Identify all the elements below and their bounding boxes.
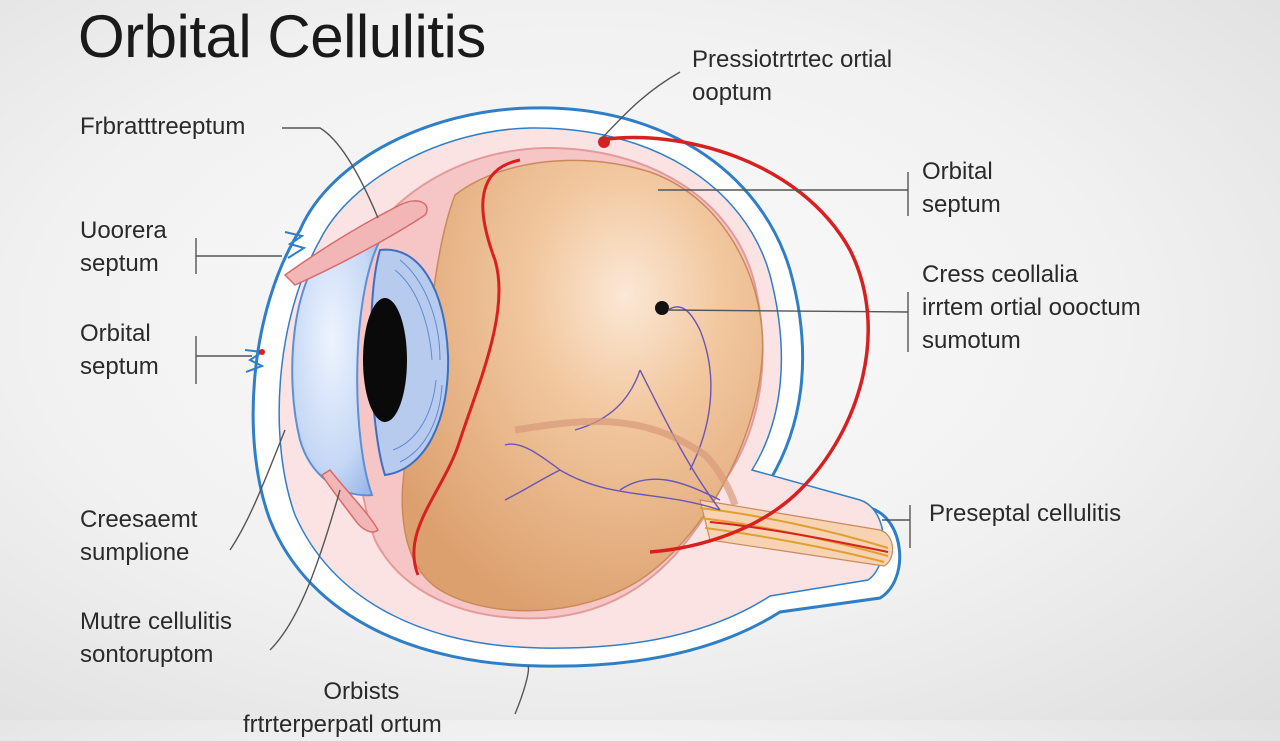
label-left-2: Uoorera septum	[80, 214, 167, 280]
label-left-5-line-1: Mutre cellulitis	[80, 608, 233, 635]
iris-texture	[392, 259, 443, 463]
label-left-3-line-1: Orbital	[80, 320, 151, 347]
leader-lines	[195, 71, 911, 715]
label-left-4-line-1: Creesaemt	[80, 506, 198, 533]
eye-cross-section-diagram	[195, 71, 911, 715]
red-septum-arc	[599, 135, 870, 554]
label-left-3-line-2: septum	[80, 353, 159, 380]
optic-nerve-red-vessel	[709, 521, 889, 553]
label-bottom-line-1: Orbists	[323, 678, 400, 705]
label-right-2-line-3: sumotum	[922, 327, 1021, 354]
label-left-2-line-2: septum	[80, 250, 159, 277]
label-left-1-line-1: Frbratttreeptum	[80, 113, 246, 140]
label-right-1-line-1: Orbital	[922, 158, 993, 185]
label-left-4-line-2: sumplione	[80, 539, 190, 566]
label-right-2: Cress ceollalia irrtem ortial oooctum su…	[922, 258, 1141, 357]
label-right-3-line-1: Preseptal cellulitis	[929, 500, 1122, 527]
label-right-2-line-2: irrtem ortial oooctum	[922, 294, 1141, 321]
label-top-center-line-2: ooptum	[692, 79, 773, 106]
label-left-5: Mutre cellulitis sontoruptom	[80, 605, 232, 671]
label-bottom: Orbists frtrterperpatl ortum	[243, 675, 442, 741]
middle-red-dot	[259, 349, 265, 355]
pupil	[363, 298, 407, 422]
label-top-center-line-1: Pressiotrtrtec ortial	[692, 46, 893, 73]
label-left-2-line-1: Uoorera	[80, 217, 167, 244]
label-right-1-line-2: septum	[922, 191, 1001, 218]
eyelid-notch-middle	[244, 349, 265, 373]
label-top-center: Pressiotrtrtec ortial ooptum	[692, 43, 892, 109]
red-retina-line	[412, 158, 521, 576]
label-left-5-line-2: sontoruptom	[80, 641, 214, 668]
label-left-1: Frbratttreeptum	[80, 110, 245, 143]
retinal-vessels	[504, 306, 721, 511]
globe-point-marker	[655, 301, 669, 315]
label-right-3: Preseptal cellulitis	[929, 497, 1121, 530]
septum-point-marker	[598, 136, 610, 148]
label-left-4: Creesaemt sumplione	[80, 503, 197, 569]
eyelid-notch-upper	[284, 231, 307, 259]
label-right-1: Orbital septum	[922, 155, 1001, 221]
label-right-2-line-1: Cress ceollalia	[922, 261, 1079, 288]
page-title: Orbital Cellulitis	[78, 3, 486, 70]
label-left-3: Orbital septum	[80, 317, 159, 383]
lower-eyelid-structure	[320, 469, 379, 533]
upper-eyelid-structure	[283, 200, 428, 286]
retinal-vessel-band	[514, 418, 739, 507]
label-bottom-line-2: frtrterperpatl ortum	[243, 711, 442, 738]
